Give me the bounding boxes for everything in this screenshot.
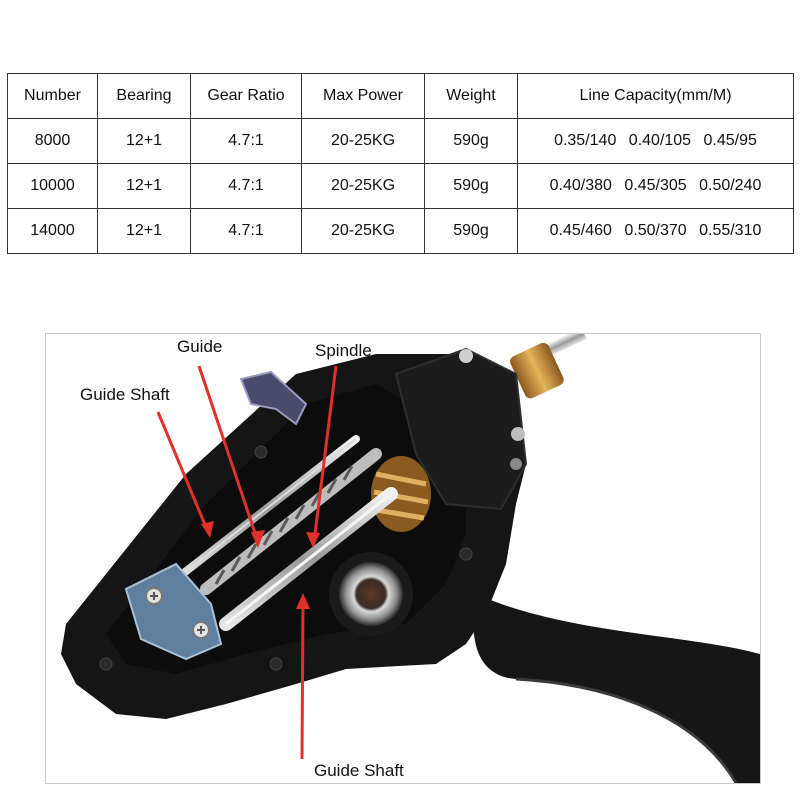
cell-weight: 590g: [424, 163, 518, 209]
callout-spindle: Spindle: [315, 341, 372, 360]
guide-bracket: [124, 562, 223, 661]
capacity-value: 0.50/240: [699, 177, 762, 194]
cell-line-capacity: 0.35/140 0.40/105 0.45/95: [517, 118, 794, 164]
cell-gear-ratio: 4.7:1: [190, 118, 302, 164]
cell-weight: 590g: [424, 118, 518, 164]
callout-guide-shaft-top: Guide Shaft: [80, 385, 170, 404]
cell-max-power: 20-25KG: [301, 118, 425, 164]
cell-line-capacity: 0.40/380 0.45/305 0.50/240: [517, 163, 794, 209]
capacity-value: 0.45/95: [703, 132, 757, 149]
reel-illustration: [61, 334, 760, 783]
arrow-spindle: [312, 365, 338, 543]
arrow-spindle-head: [306, 532, 320, 548]
callout-guide: Guide: [177, 337, 223, 356]
arrow-guide-head: [251, 530, 265, 548]
cell-number: 14000: [7, 208, 98, 254]
cell-number: 8000: [7, 118, 98, 164]
capacity-value: 0.40/380: [549, 177, 612, 194]
header-max-power: Max Power: [301, 73, 425, 119]
spec-table: Number Bearing Gear Ratio Max Power Weig…: [7, 73, 794, 254]
cell-max-power: 20-25KG: [301, 163, 425, 209]
capacity-value: 0.40/105: [628, 132, 692, 149]
arrow-guide: [197, 365, 260, 543]
cell-bearing: 12+1: [97, 208, 191, 254]
cell-weight: 590g: [424, 208, 518, 254]
cell-gear-ratio: 4.7:1: [190, 163, 302, 209]
table-header-row: Number Bearing Gear Ratio Max Power Weig…: [7, 73, 794, 119]
worm-gear: [371, 456, 431, 532]
capacity-value: 0.55/310: [699, 222, 762, 239]
cell-line-capacity: 0.45/460 0.50/370 0.55/310: [517, 208, 794, 254]
cell-bearing: 12+1: [97, 163, 191, 209]
arrow-guide-shaft-top-head: [201, 521, 214, 538]
brass-pinion-gear: [510, 342, 564, 399]
arrow-guide-shaft-top: [156, 411, 210, 533]
reel-cutaway-photo: Guide Spindle Guide Shaft Guide Shaft: [45, 333, 761, 784]
arrow-guide-shaft-bottom-head: [296, 593, 310, 609]
header-gear-ratio: Gear Ratio: [190, 73, 302, 119]
header-line-capacity: Line Capacity(mm/M): [517, 73, 794, 119]
cell-bearing: 12+1: [97, 118, 191, 164]
callout-arrows: [156, 365, 338, 760]
header-number: Number: [7, 73, 98, 119]
cell-max-power: 20-25KG: [301, 208, 425, 254]
header-weight: Weight: [424, 73, 518, 119]
reel-handle-arm: [473, 594, 760, 783]
cell-gear-ratio: 4.7:1: [190, 208, 302, 254]
capacity-value: 0.35/140: [554, 132, 617, 149]
table-row: 14000 12+1 4.7:1 20-25KG 590g 0.45/460 0…: [7, 208, 794, 254]
capacity-value: 0.45/305: [624, 177, 687, 194]
main-shaft: [545, 334, 587, 356]
gear-cap: [394, 347, 528, 511]
ball-bearing: [329, 552, 413, 636]
capacity-value: 0.50/370: [624, 222, 687, 239]
spindle-screw: [200, 448, 382, 595]
header-bearing: Bearing: [97, 73, 191, 119]
table-row: 8000 12+1 4.7:1 20-25KG 590g 0.35/140 0.…: [7, 118, 794, 164]
table-row: 10000 12+1 4.7:1 20-25KG 590g 0.40/380 0…: [7, 163, 794, 209]
bail-clip: [239, 370, 308, 426]
cell-number: 10000: [7, 163, 98, 209]
callout-guide-shaft-bottom: Guide Shaft: [314, 761, 404, 780]
capacity-value: 0.45/460: [549, 222, 612, 239]
arrow-guide-shaft-bottom: [300, 599, 305, 760]
